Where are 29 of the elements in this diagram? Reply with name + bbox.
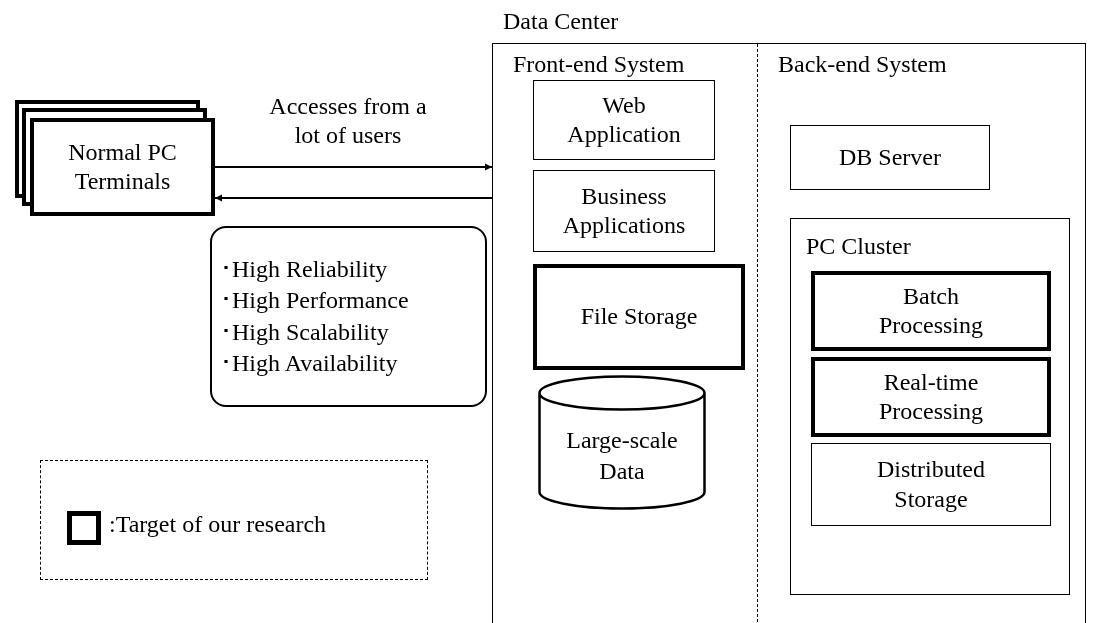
legend-text: :Target of our research	[109, 511, 327, 538]
section-title: Front-end System	[513, 51, 685, 78]
node-label: Distributed Storage	[876, 455, 986, 514]
section-title: Back-end System	[778, 51, 947, 78]
arrow	[214, 194, 493, 202]
node-label: File Storage	[580, 302, 698, 332]
node-label: Business Applications	[561, 181, 687, 240]
group-box	[790, 218, 1070, 595]
process-box	[533, 170, 715, 252]
list-item: ･High Availability	[220, 348, 399, 378]
list-item: ･High Scalability	[220, 317, 390, 347]
list-item: ･High Performance	[220, 286, 410, 316]
node-label: Large-scale Data	[565, 426, 679, 487]
rounded-box	[210, 226, 487, 407]
node-label: DB Server	[839, 142, 941, 172]
highlighted-box	[811, 271, 1051, 351]
process-box	[533, 80, 715, 160]
node-label: Batch Processing	[878, 281, 984, 340]
highlighted-box	[533, 264, 745, 370]
node-label: Normal PC Terminals	[67, 138, 178, 196]
group-title: PC Cluster	[806, 233, 911, 260]
list-item: ･High Reliability	[220, 255, 389, 285]
node-label: Web Application	[566, 90, 682, 149]
group-title: Data Center	[503, 8, 619, 35]
node-label: Real-time Processing	[878, 367, 984, 426]
process-box	[811, 443, 1051, 526]
process-box	[790, 125, 990, 190]
arrow	[214, 163, 493, 171]
highlighted-box	[811, 357, 1051, 437]
